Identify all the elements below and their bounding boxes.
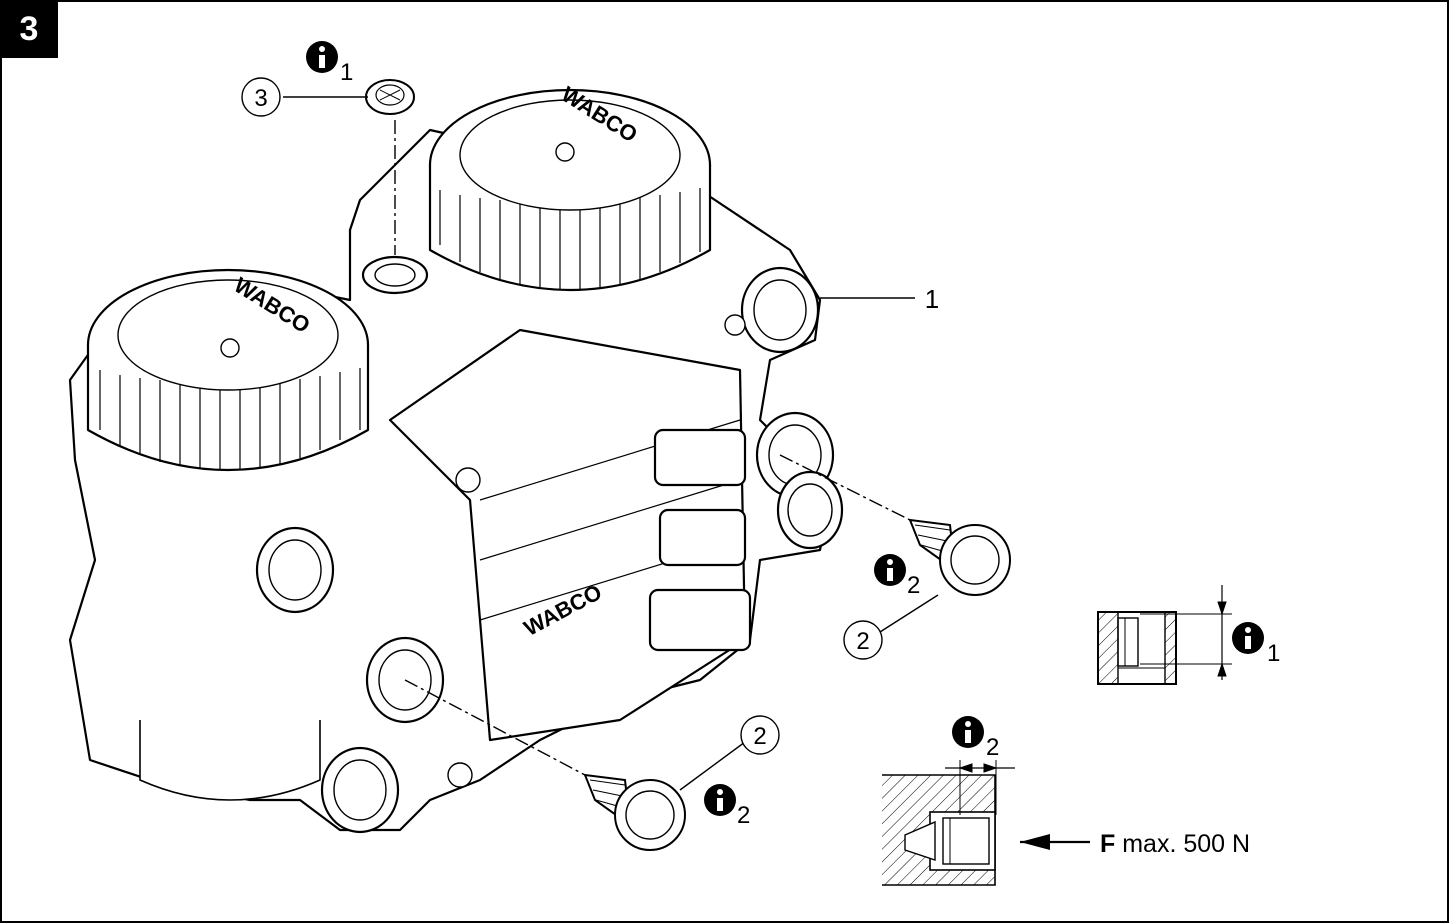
- filter-insert-bottom: [583, 773, 686, 851]
- detail-1-section: [1097, 585, 1232, 685]
- callout-3: 3: [241, 77, 281, 117]
- info-mark-filter-bottom: 2: [704, 784, 750, 829]
- svg-text:F max. 500 N: F max. 500 N: [1100, 830, 1250, 858]
- valve-body: [68, 88, 844, 834]
- svg-text:2: 2: [986, 734, 999, 761]
- svg-text:2: 2: [753, 723, 766, 750]
- svg-text:2: 2: [856, 628, 869, 655]
- filter-insert-top: [365, 79, 415, 115]
- info-icon: [874, 554, 906, 586]
- info-mark-filter-right: 2: [874, 554, 920, 599]
- info-icon: [306, 41, 338, 73]
- svg-text:1: 1: [925, 284, 939, 314]
- svg-text:1: 1: [1267, 640, 1280, 667]
- info-icon: [1232, 622, 1264, 654]
- callout-leaders: [283, 96, 939, 791]
- detail-2-section: [882, 760, 1090, 886]
- svg-text:3: 3: [254, 85, 267, 112]
- svg-text:2: 2: [737, 802, 750, 829]
- force-label: F max. 500 N: [1100, 830, 1250, 858]
- assembly-axes: [394, 120, 911, 776]
- svg-text:1: 1: [340, 59, 353, 86]
- svg-text:2: 2: [907, 572, 920, 599]
- info-mark-top: 1: [306, 41, 353, 86]
- info-icon: [704, 784, 736, 816]
- filter-insert-right: [908, 518, 1011, 596]
- callout-2-right: 2: [843, 620, 883, 660]
- info-mark-detail-1: 1: [1232, 622, 1280, 667]
- callout-2-bottom: 2: [740, 715, 780, 755]
- figure-number-badge: 3: [0, 0, 58, 58]
- callout-1: 1: [925, 284, 939, 314]
- info-icon: [952, 716, 984, 748]
- info-mark-detail-2: 2: [952, 716, 999, 761]
